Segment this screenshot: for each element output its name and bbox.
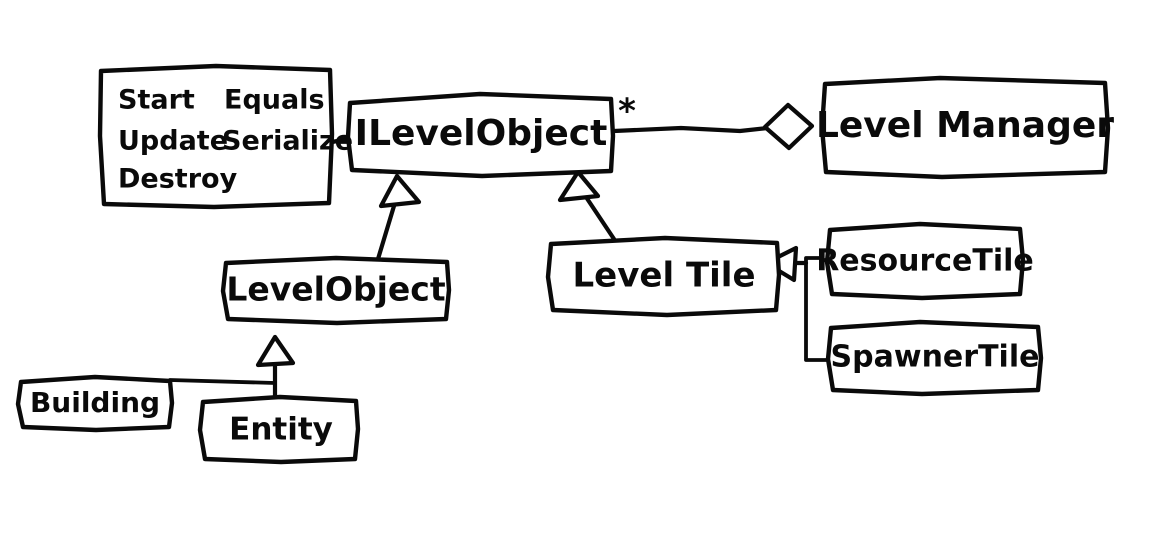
aggregation-diamond-levelmanager bbox=[762, 102, 815, 151]
node-building[interactable] bbox=[15, 374, 175, 433]
node-resourcetile[interactable] bbox=[824, 221, 1026, 301]
node-label-spawnertile: SpawnerTile bbox=[831, 340, 1040, 375]
inheritance-triangle-entity-building bbox=[255, 334, 296, 368]
node-levelmanager[interactable] bbox=[819, 75, 1111, 180]
methods-box[interactable] bbox=[97, 63, 335, 210]
method-label-start: Start bbox=[118, 85, 195, 116]
node-spawnertile[interactable] bbox=[825, 319, 1044, 397]
node-ilevelobject[interactable] bbox=[345, 91, 616, 179]
connector-methods-to-ilevelobject bbox=[329, 136, 351, 145]
method-label-destroy: Destroy bbox=[118, 164, 238, 195]
method-label-update: Update bbox=[118, 126, 228, 157]
connector-ilevelobject-to-levelmanager bbox=[611, 123, 789, 134]
method-label-equals: Equals bbox=[224, 85, 325, 116]
node-label-building: Building bbox=[30, 386, 160, 419]
node-leveltile[interactable] bbox=[545, 235, 782, 318]
node-entity[interactable] bbox=[197, 394, 361, 465]
node-levelobject[interactable] bbox=[220, 255, 452, 326]
inheritance-triangle-levelobject bbox=[378, 173, 422, 209]
multiplicity-star-label: * bbox=[618, 92, 636, 132]
node-label-levelmanager: Level Manager bbox=[816, 105, 1114, 146]
connector-tiles-elbow bbox=[804, 256, 830, 362]
node-label-levelobject: LevelObject bbox=[226, 270, 446, 309]
inheritance-triangle-leveltile bbox=[557, 169, 601, 203]
node-label-resourcetile: ResourceTile bbox=[816, 244, 1034, 279]
node-label-entity: Entity bbox=[229, 412, 333, 448]
method-label-serialize: Serialize bbox=[222, 126, 353, 157]
connector-building-to-stem bbox=[168, 378, 277, 385]
node-label-leveltile: Level Tile bbox=[573, 256, 756, 296]
node-label-ilevelobject: ILevelObject bbox=[355, 113, 608, 154]
